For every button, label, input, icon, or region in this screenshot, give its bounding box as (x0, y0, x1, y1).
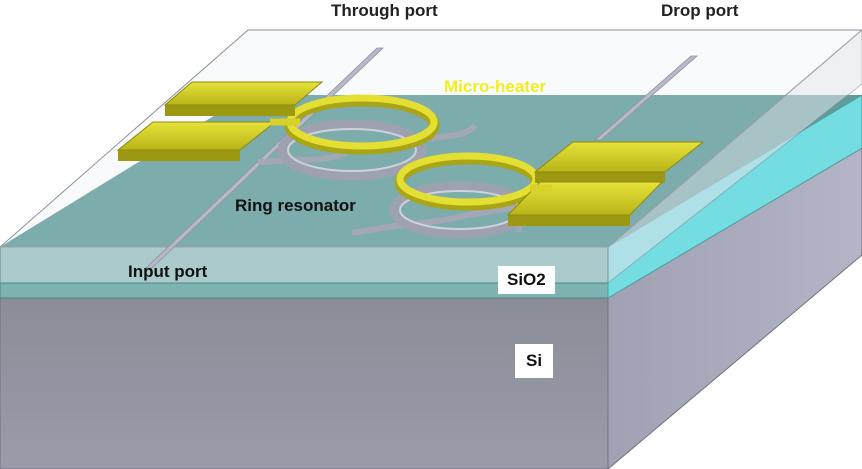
label-si: Si (515, 344, 554, 378)
label-input-port: Input port (128, 262, 208, 281)
si-substrate-front (0, 297, 609, 469)
label-micro-heater: Micro-heater (444, 77, 547, 96)
cladding-back-edge (0, 29, 862, 248)
cladding-corner-edge (607, 29, 862, 248)
label-drop-port: Drop port (661, 1, 739, 20)
label-ring-resonator: Ring resonator (235, 196, 356, 215)
heater-pad-left-bottom-side (118, 150, 240, 161)
ring-resonator-1-inner (287, 128, 417, 172)
heater-pad-left-top (163, 81, 324, 106)
heater-pad-left-top-side (165, 105, 295, 116)
heater-pad-right-top-side (535, 172, 665, 183)
heater-pad-right-bottom-side (508, 215, 630, 226)
heater-pad-right-top (533, 141, 705, 173)
drop-waveguide (593, 55, 699, 141)
ring-resonator-1 (277, 119, 427, 181)
label-through-port: Through port (331, 1, 438, 20)
label-sio2: SiO2 (498, 266, 555, 294)
